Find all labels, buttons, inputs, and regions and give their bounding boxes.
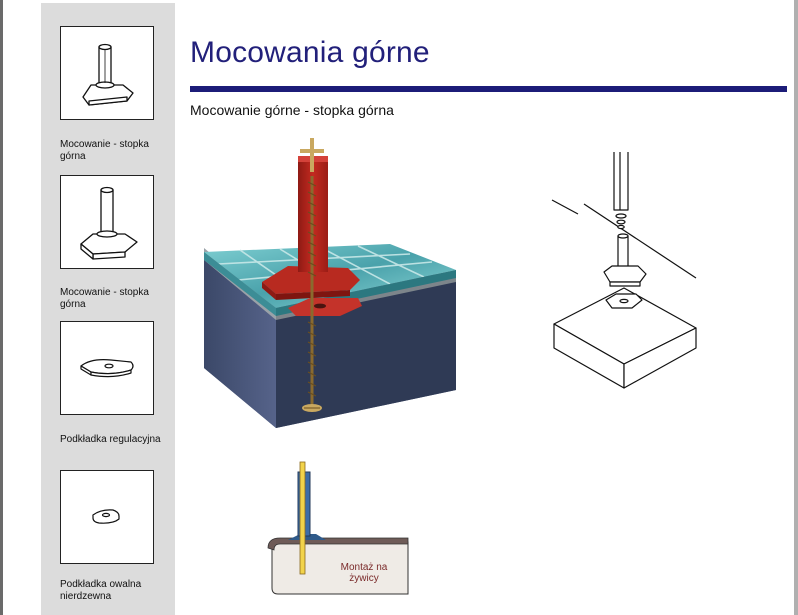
title-divider	[190, 86, 787, 92]
page-title: Mocowania górne	[190, 36, 430, 69]
sidebar-item-oval-washer[interactable]	[60, 470, 154, 564]
sidebar-item-label: Podkładka regulacyjna	[60, 434, 161, 445]
resin-cross-section	[267, 461, 409, 595]
adjusting-washer-icon	[80, 359, 134, 378]
top-foot-mount-square-icon	[80, 186, 138, 260]
sidebar: Mocowanie - stopka górna Mocowanie - sto…	[41, 3, 175, 615]
sidebar-item-top-foot-mount-square[interactable]	[60, 175, 154, 269]
base-front-face	[204, 254, 276, 428]
page-edge-left	[0, 0, 3, 615]
page-edge-right	[794, 0, 798, 615]
sidebar-item-adjusting-washer[interactable]	[60, 321, 154, 415]
oval-washer-icon	[92, 509, 120, 524]
mount-screw	[300, 138, 324, 412]
top-foot-mount-icon	[82, 43, 134, 106]
mount-3d-illustration	[204, 138, 456, 428]
exploded-line-drawing	[551, 152, 697, 389]
sidebar-item-label: Mocowanie - stopka górna	[60, 287, 149, 310]
sidebar-item-label: Mocowanie - stopka górna	[60, 139, 149, 162]
sidebar-item-label: Podkładka owalna nierdzewna	[60, 579, 142, 602]
section-subtitle: Mocowanie górne - stopka górna	[190, 102, 394, 118]
sidebar-item-top-foot-mount[interactable]	[60, 26, 154, 120]
resin-mount-label: Montaż na żywicy	[340, 562, 388, 584]
screw-section	[299, 461, 306, 575]
